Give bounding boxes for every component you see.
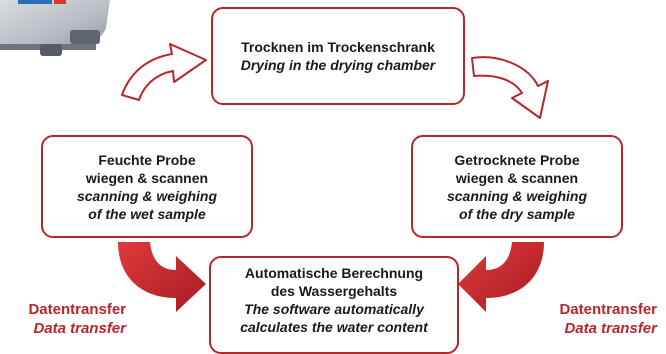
step-dry-en-2: of the dry sample: [459, 205, 575, 222]
step-dry-de-1: Getrocknete Probe: [454, 151, 580, 168]
step-calc-de-1: Automatische Berechnung: [244, 265, 424, 281]
scale-foot-left: [40, 44, 62, 56]
step-wet-en-2: of the wet sample: [88, 205, 206, 222]
transfer-right-de: Datentransfer: [559, 301, 657, 318]
step-drying-en: Drying in the drying chamber: [240, 57, 436, 73]
step-wet-en-1: scanning & weighing: [76, 187, 217, 204]
step-dry-de-2: wiegen & scannen: [455, 169, 579, 186]
transfer-left-de: Datentransfer: [28, 301, 126, 318]
outline-arrow-to-drying: [121, 43, 207, 101]
data-arrow-right: [458, 242, 544, 312]
outline-arrow-to-dry-sample: [471, 56, 549, 119]
data-transfer-label-left: Datentransfer Data transfer: [10, 300, 126, 338]
data-arrow-left: [118, 242, 206, 312]
scale-display-blue: [18, 0, 52, 4]
step-calc-en-1: The software automatically: [244, 301, 424, 317]
scale-foot-right: [70, 30, 100, 44]
step-drying-box: Trocknen im Trockenschrank Drying in the…: [211, 7, 465, 105]
transfer-right-en: Data transfer: [564, 320, 657, 337]
step-dry-sample-box: Getrocknete Probe wiegen & scannen scann…: [411, 135, 623, 238]
scale-device-image: [0, 0, 110, 56]
data-transfer-label-right: Datentransfer Data transfer: [537, 300, 657, 338]
step-wet-sample-box: Feuchte Probe wiegen & scannen scanning …: [41, 135, 253, 238]
step-wet-de-1: Feuchte Probe: [98, 151, 196, 168]
transfer-left-en: Data transfer: [33, 320, 126, 337]
step-calc-en-2: calculates the water content: [240, 319, 428, 335]
step-drying-de: Trocknen im Trockenschrank: [241, 39, 435, 55]
step-calc-de-2: des Wassergehalts: [270, 283, 398, 299]
step-dry-en-1: scanning & weighing: [446, 187, 587, 204]
step-calculation-box: Automatische Berechnung des Wassergehalt…: [209, 256, 459, 354]
scale-display-red: [54, 0, 66, 4]
step-wet-de-2: wiegen & scannen: [85, 169, 209, 186]
